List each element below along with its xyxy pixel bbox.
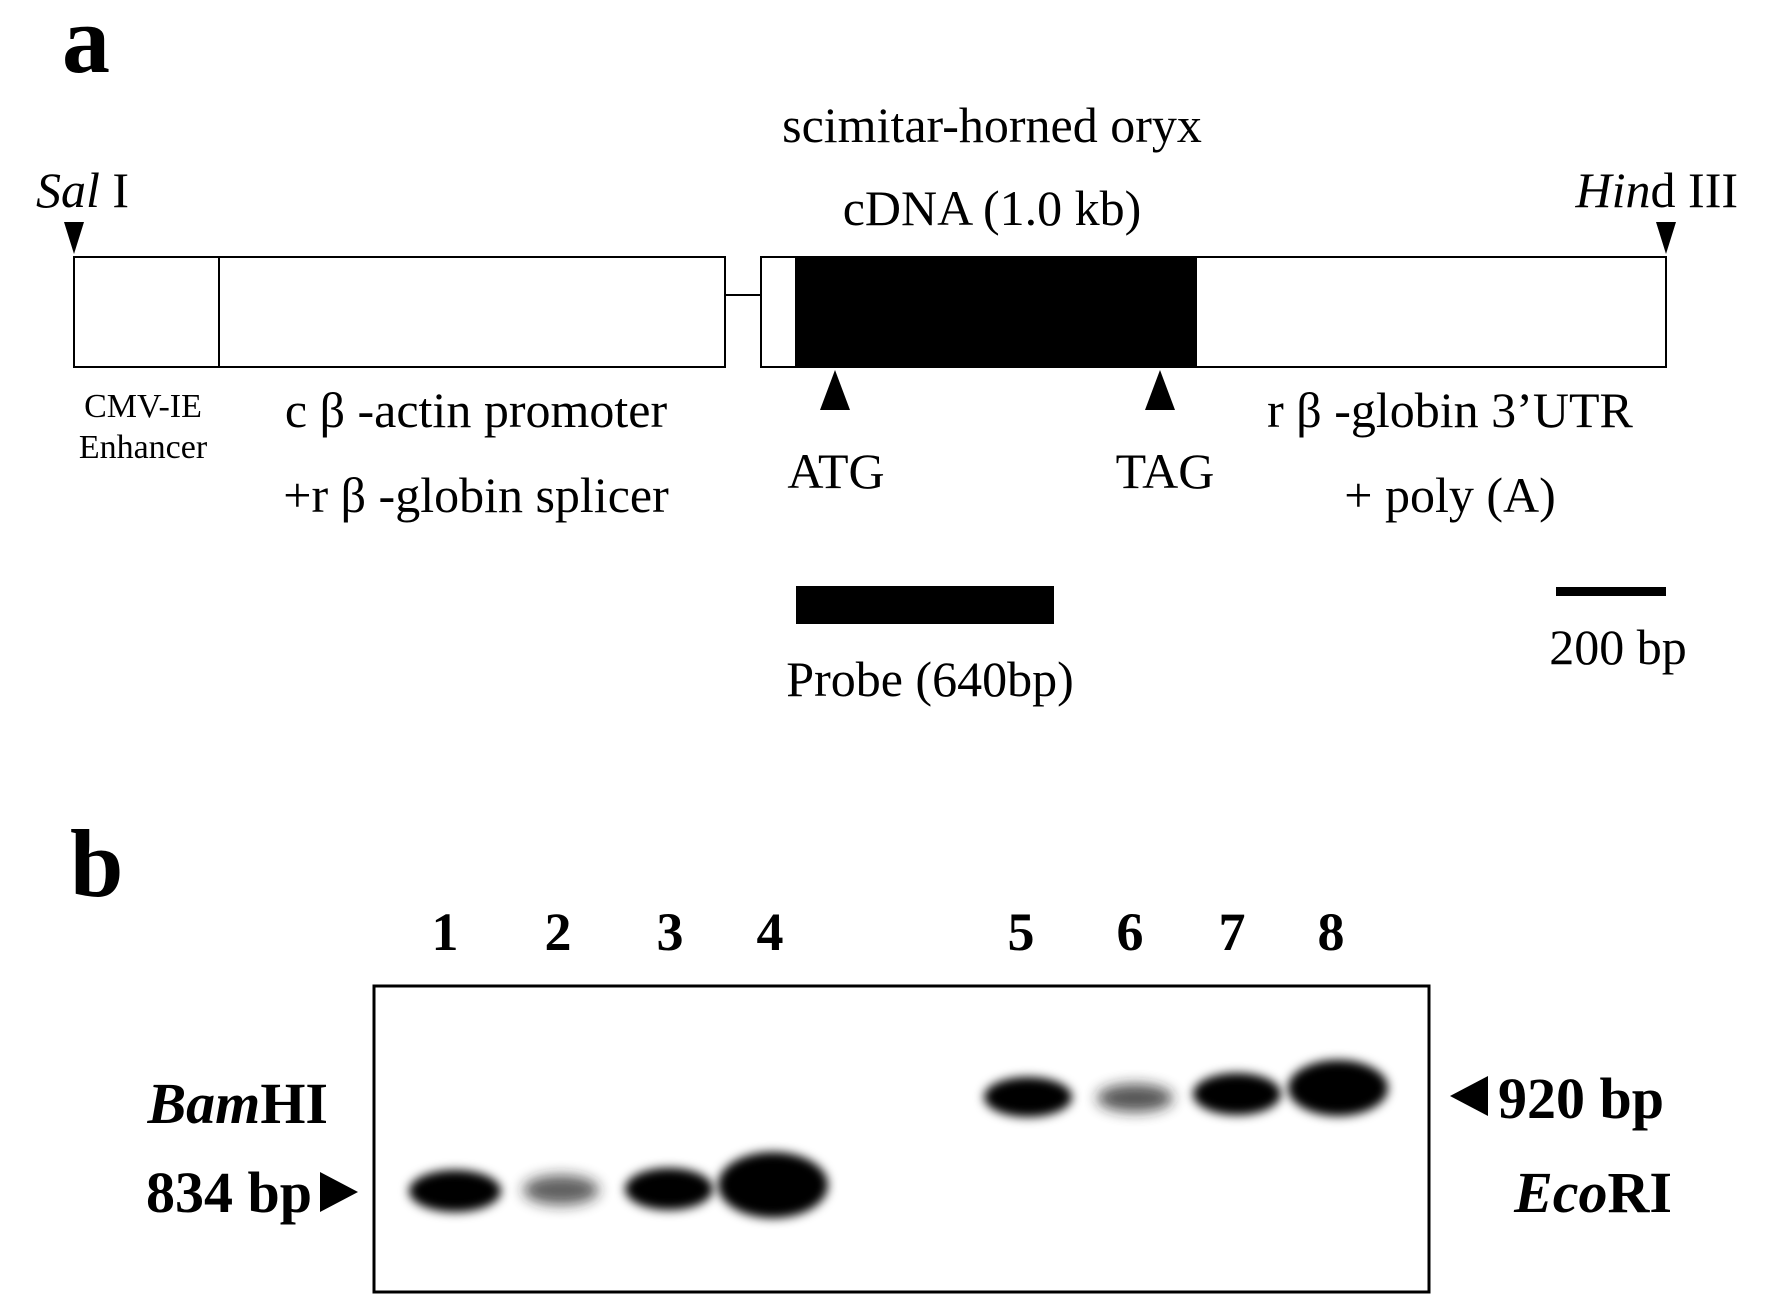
- lane-number-6: 6: [1117, 902, 1144, 962]
- atg-label: ATG: [787, 443, 884, 499]
- band-lane-8: [1288, 1060, 1388, 1116]
- size-834-label: 834 bp: [146, 1160, 312, 1225]
- tag-arrow-icon: [1145, 370, 1175, 410]
- size-920-arrow-icon: [1450, 1076, 1488, 1116]
- band-lane-3: [625, 1168, 713, 1210]
- lane-number-3: 3: [657, 902, 684, 962]
- band-lane-4: [718, 1152, 828, 1218]
- site-hind-label: Hind III: [1575, 162, 1738, 218]
- probe-label: Probe (640bp): [786, 651, 1073, 707]
- utr-box: [1195, 256, 1667, 368]
- lane-number-2: 2: [545, 902, 572, 962]
- panel-b: b 1 2 3 4 5 6 7 8 BamHI 834 bp 920 bp Ec…: [70, 810, 1672, 1294]
- enhancer-box: [73, 256, 220, 368]
- probe-bar: [796, 586, 1054, 624]
- lane-number-1: 1: [432, 902, 459, 962]
- site-sal-label: Sal I: [36, 162, 129, 218]
- bamhi-label: BamHI: [147, 1071, 329, 1136]
- cdna-insert-box: [795, 256, 1197, 368]
- lane-number-4: 4: [757, 902, 784, 962]
- size-920-label: 920 bp: [1498, 1066, 1664, 1131]
- southern-blot-frame: [372, 984, 1431, 1294]
- insert-title-line2: cDNA (1.0 kb): [843, 180, 1142, 236]
- tag-label: TAG: [1116, 443, 1215, 499]
- lane-number-5: 5: [1008, 902, 1035, 962]
- utr-label-line1: r β -globin 3’UTR: [1267, 382, 1633, 438]
- insert-title-line1: scimitar-horned oryx: [782, 97, 1202, 153]
- band-lane-2: [523, 1175, 599, 1205]
- panel-a: a scimitar-horned oryx cDNA (1.0 kb) Sal…: [36, 0, 1738, 707]
- promoter-label-line2: +r β -globin splicer: [283, 467, 669, 523]
- panel-b-label: b: [70, 810, 123, 917]
- enhancer-label-line2: Enhancer: [79, 429, 208, 466]
- scale-bar: [1556, 587, 1666, 596]
- promoter-box: [218, 256, 726, 368]
- enhancer-label-line1: CMV-IE: [84, 388, 202, 425]
- lane-number-7: 7: [1219, 902, 1246, 962]
- band-lane-1: [409, 1170, 501, 1212]
- sal-site-arrow-icon: [64, 222, 84, 254]
- promoter-label-line1: c β -actin promoter: [285, 382, 668, 438]
- atg-arrow-icon: [820, 370, 850, 410]
- scale-label: 200 bp: [1549, 619, 1687, 675]
- band-lane-6: [1097, 1084, 1173, 1112]
- ecori-label: EcoRI: [1513, 1160, 1672, 1225]
- hind-site-arrow-icon: [1656, 222, 1676, 254]
- utr-label-line2: + poly (A): [1344, 467, 1556, 523]
- panel-a-label: a: [62, 0, 110, 93]
- leader-box: [760, 256, 797, 368]
- lane-number-8: 8: [1318, 902, 1345, 962]
- band-lane-7: [1193, 1073, 1281, 1115]
- band-lane-5: [984, 1077, 1072, 1117]
- size-834-arrow-icon: [320, 1172, 358, 1212]
